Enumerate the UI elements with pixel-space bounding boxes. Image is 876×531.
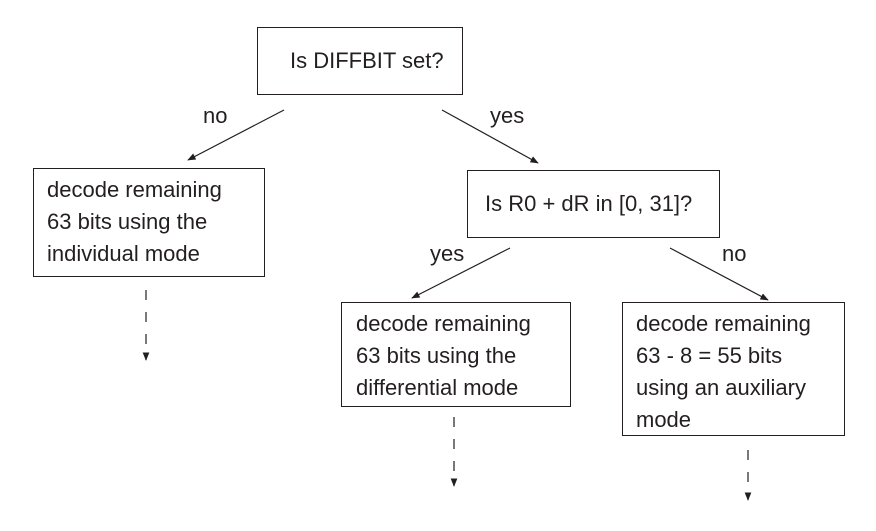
process-label-auxiliary: decode remaining 63 - 8 = 55 bits using …: [636, 311, 811, 432]
edge-q2-no: [669, 247, 769, 301]
edge-label-q2-no: no: [722, 241, 747, 266]
edge-label-q1-yes: yes: [490, 103, 525, 128]
process-label-differential: decode remaining 63 bits using the diffe…: [356, 311, 531, 400]
edge-label-q1-no: no: [203, 103, 228, 128]
decision-box-diffbit: Is DIFFBIT set?: [257, 27, 463, 95]
process-box-individual: decode remaining 63 bits using the indiv…: [33, 168, 265, 277]
process-box-auxiliary: decode remaining 63 - 8 = 55 bits using …: [622, 302, 845, 436]
edge-label-q2-yes: yes: [430, 241, 465, 266]
decision-label-diffbit: Is DIFFBIT set?: [290, 48, 444, 73]
decision-box-range: Is R0 + dR in [0, 31]?: [467, 170, 720, 238]
edge-q2-yes: [411, 247, 511, 299]
decision-label-range: Is R0 + dR in [0, 31]?: [485, 191, 693, 216]
edge-q1-yes: [441, 109, 539, 164]
edge-q1-no: [187, 109, 285, 161]
process-box-differential: decode remaining 63 bits using the diffe…: [341, 302, 571, 407]
process-label-individual: decode remaining 63 bits using the indiv…: [47, 177, 222, 266]
